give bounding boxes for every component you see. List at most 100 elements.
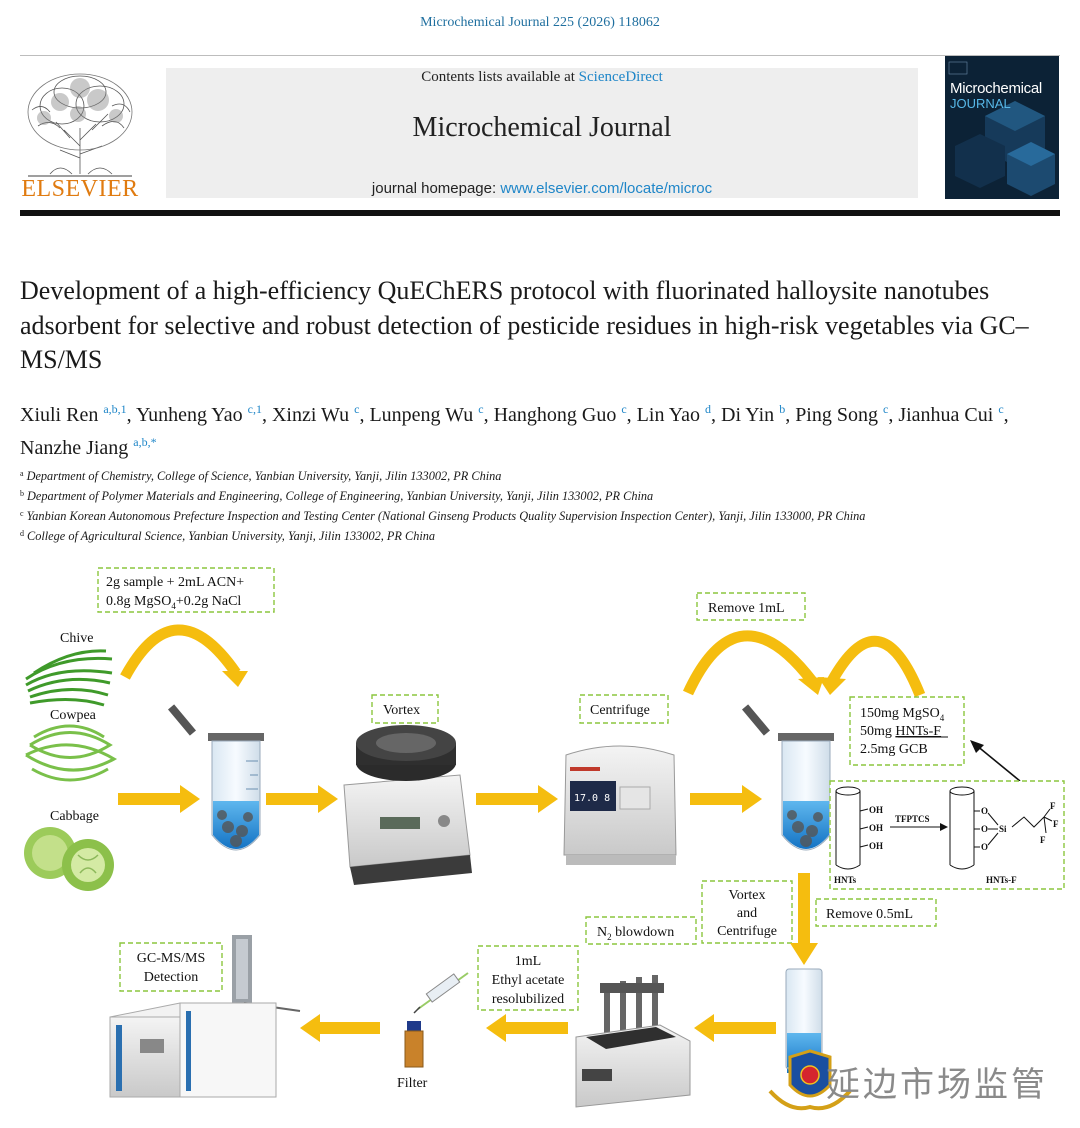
citation[interactable]: Microchemical Journal 225 (2026) 118062 <box>420 15 660 30</box>
remove-05ml-label: Remove 0.5mL <box>826 907 913 922</box>
add-reagent-arrowhead <box>222 671 248 687</box>
o-atom-1: O <box>981 806 988 816</box>
oh-group-3: OH <box>869 841 883 851</box>
centrifuge-machine: 17.0 8 <box>563 745 677 865</box>
graphical-abstract: 2g sample + 2mL ACN+ 0.8g MgSO4+0.2g NaC… <box>24 567 1065 1111</box>
gc-ms-instrument <box>109 935 301 1098</box>
vc-line2: and <box>737 906 757 921</box>
vortex-centrifuge-box <box>701 880 793 944</box>
vc-line1: Vortex <box>728 888 765 903</box>
f-atom-1: F <box>1050 801 1056 811</box>
journal-header-box <box>166 68 918 198</box>
add-reagent-arrow <box>120 624 241 680</box>
cleanup-return-arrowhead <box>818 677 846 695</box>
cowpea-image <box>25 724 118 782</box>
cleanup-line3: 2.5mg GCB <box>860 742 928 757</box>
author-name[interactable]: Hanghong Guo <box>493 404 617 426</box>
journal-homepage-line: journal homepage: www.elsevier.com/locat… <box>166 180 918 197</box>
cover-image[interactable] <box>945 56 1059 199</box>
sample-prep-line1: 2g sample + 2mL ACN+ <box>106 575 244 590</box>
author-affiliation-marker[interactable]: b <box>779 402 786 416</box>
reagent-label: TFPTCS <box>895 814 930 824</box>
flow-arrow-7 <box>320 1022 380 1034</box>
author-name[interactable]: Jianhua Cui <box>898 404 994 426</box>
gcms-line1: GC-MS/MS <box>137 951 205 966</box>
author-name[interactable]: Xiuli Ren <box>20 404 99 426</box>
remove-arrowhead-left <box>798 677 824 695</box>
journal-homepage-link[interactable]: www.elsevier.com/locate/microc <box>500 180 713 197</box>
vc-line3: Centrifuge <box>717 924 777 939</box>
contents-prefix: Contents lists available at <box>421 69 579 85</box>
flow-arrow-1 <box>118 793 180 805</box>
hnts-f-nanotube <box>949 786 1053 870</box>
author-separator: , <box>888 404 899 426</box>
remove-05ml-box <box>815 898 937 927</box>
flow-arrowhead-6 <box>486 1014 506 1042</box>
author-name[interactable]: Ping Song <box>795 404 878 426</box>
n2-blowdown-box <box>585 916 697 945</box>
vortex-label: Vortex <box>383 703 420 718</box>
flow-arrow-6 <box>506 1022 568 1034</box>
sample-prep-line2: 0.8g MgSO4+0.2g NaCl <box>106 594 241 611</box>
author-affiliation-marker[interactable]: a,b,1 <box>103 402 127 416</box>
flow-arrowhead-2 <box>318 785 338 813</box>
top-divider <box>20 55 1060 56</box>
oh-group-1: OH <box>869 805 883 815</box>
cabbage-image <box>24 827 114 891</box>
flow-arrow-2 <box>266 793 318 805</box>
author-affiliation-marker[interactable]: c <box>998 402 1004 416</box>
affiliation-key: b <box>20 489 24 498</box>
affiliation-key: a <box>20 469 24 478</box>
si-atom: Si <box>999 824 1007 834</box>
affiliation-text: Department of Polymer Materials and Engi… <box>27 489 654 503</box>
author-name[interactable]: Di Yin <box>721 404 775 426</box>
author-affiliation-marker[interactable]: c <box>621 402 627 416</box>
sciencedirect-link[interactable]: ScienceDirect <box>578 69 663 85</box>
gcms-box <box>119 942 223 992</box>
header-thick-divider <box>20 210 1060 216</box>
reaction-arrowhead <box>940 823 948 831</box>
centrifuge-box <box>579 694 669 724</box>
author-affiliation-marker[interactable]: c <box>883 402 889 416</box>
affiliation-text: Yanbian Korean Autonomous Prefecture Ins… <box>26 509 866 523</box>
author-name[interactable]: Nanzhe Jiang <box>20 437 129 459</box>
contents-available-line: Contents lists available at ScienceDirec… <box>166 69 918 86</box>
author-separator: , <box>626 404 637 426</box>
author-affiliation-marker[interactable]: c <box>354 402 360 416</box>
author-separator: , <box>1003 404 1009 426</box>
author-name[interactable]: Lunpeng Wu <box>369 404 474 426</box>
flow-arrowhead-down <box>790 943 818 965</box>
sample-prep-box <box>97 567 275 613</box>
cleanup-sorbent-box <box>849 696 965 766</box>
remove-1ml-box <box>696 592 806 621</box>
author-name[interactable]: Yunheng Yao <box>135 404 243 426</box>
test-tube <box>168 704 264 851</box>
police-badge-icon <box>768 1049 852 1111</box>
author-name[interactable]: Xinzi Wu <box>271 404 350 426</box>
author-separator: , <box>483 404 494 426</box>
cleanup-line2: 50mg HNTs-F <box>860 724 941 739</box>
n2-blowdown-label: N2 blowdown <box>597 925 674 942</box>
author-affiliation-marker[interactable]: d <box>705 402 712 416</box>
cover-subtitle: JOURNAL <box>950 96 1011 111</box>
journal-title: Microchemical Journal <box>412 112 672 143</box>
author-name[interactable]: Lin Yao <box>636 404 701 426</box>
author-affiliation-marker[interactable]: a,b,* <box>133 435 157 449</box>
o-atom-2: O <box>981 824 988 834</box>
hnts-label: HNTs <box>834 875 857 885</box>
author-affiliation-marker[interactable]: c,1 <box>247 402 262 416</box>
hnts-f-label: HNTs-F <box>986 875 1017 885</box>
flow-arrow-3 <box>476 793 538 805</box>
flow-arrowhead-3 <box>538 785 558 813</box>
homepage-prefix: journal homepage: <box>371 180 501 197</box>
cover-title: Microchemical <box>950 80 1042 97</box>
chive-image <box>25 649 113 707</box>
affiliation-key: d <box>20 529 24 538</box>
cleanup-pointer-arrow <box>975 744 1021 782</box>
test-tube-cleanup <box>742 704 834 851</box>
author-affiliation-marker[interactable]: c <box>478 402 484 416</box>
